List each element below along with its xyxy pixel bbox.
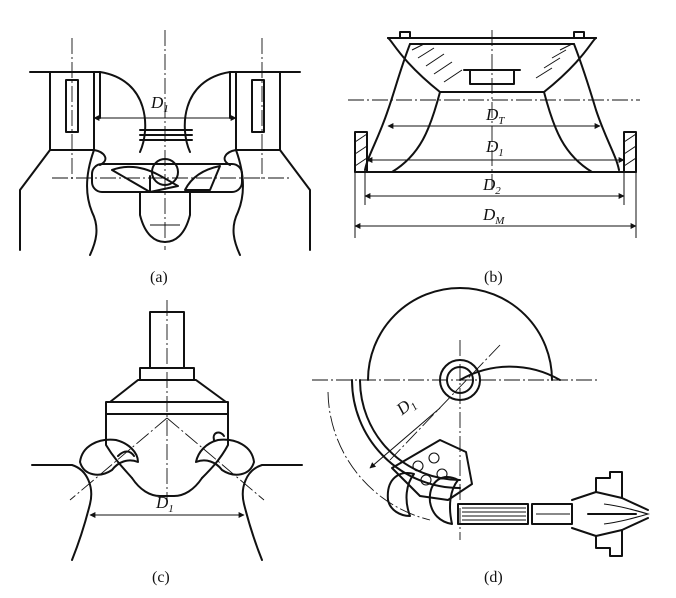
caption-a: (a) bbox=[150, 269, 168, 286]
caption-b: (b) bbox=[484, 269, 503, 286]
caption-d: (d) bbox=[484, 569, 503, 586]
label-a-d1: D1 bbox=[150, 93, 169, 115]
label-b-dm: DM bbox=[482, 205, 505, 227]
caption-c: (c) bbox=[152, 569, 170, 586]
label-b-d2: D2 bbox=[482, 175, 501, 197]
label-b-dt: DT bbox=[485, 105, 505, 127]
label-b-d1: D1 bbox=[485, 137, 504, 159]
panel-d: D1 (d) bbox=[312, 287, 651, 586]
label-c-d1: D1 bbox=[155, 493, 174, 515]
panel-a: D1 (a) bbox=[19, 30, 311, 286]
label-d-d1: D1 bbox=[392, 393, 420, 422]
panel-c: D1 (c) bbox=[31, 300, 303, 586]
panel-b: DT D1 D2 DM (b) bbox=[348, 30, 640, 286]
